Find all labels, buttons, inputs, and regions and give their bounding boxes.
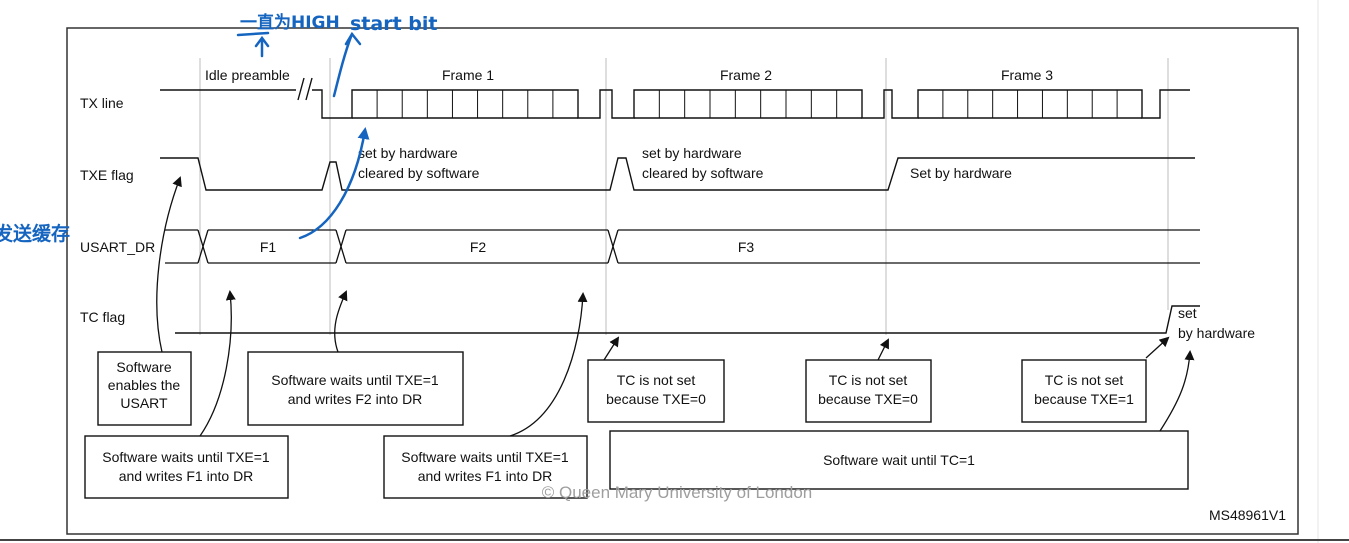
box-tc1-line1: TC is not set xyxy=(617,372,696,388)
box-enable xyxy=(97,351,192,426)
box-wait-f1b-line2: and writes F1 into DR xyxy=(418,468,553,484)
frame1-label: Frame 1 xyxy=(442,67,494,83)
tx-line-label: TX line xyxy=(80,95,124,111)
figure-frame xyxy=(66,27,1299,535)
hand-arrow-up xyxy=(254,35,270,58)
hand-arrow-start-head xyxy=(344,31,362,46)
watermark: © Queen Mary University of London xyxy=(542,483,813,502)
box-enable-line1: Software xyxy=(116,359,171,375)
arrow-wait-f1b xyxy=(509,292,588,437)
box-tc3-line1: TC is not set xyxy=(1045,372,1124,388)
break-marks xyxy=(297,77,313,101)
box-tc2-line2: because TXE=0 xyxy=(818,391,918,407)
annotation-arrows xyxy=(156,176,1195,437)
arrow-tc3 xyxy=(1145,336,1170,359)
arrow-enable xyxy=(156,176,182,353)
box-wait-f1-line2: and writes F1 into DR xyxy=(119,468,254,484)
box-wait-f2-line1: Software waits until TXE=1 xyxy=(271,372,439,388)
txe-flag-label: TXE flag xyxy=(80,167,134,183)
box-wait-f2 xyxy=(247,351,464,426)
annotation-boxes xyxy=(84,351,1189,499)
txe-note3: Set by hardware xyxy=(910,165,1012,181)
box-wait-f1b-line1: Software waits until TXE=1 xyxy=(401,449,569,465)
idle-preamble-label: Idle preamble xyxy=(205,67,290,83)
arrow-wait-f2 xyxy=(334,290,348,353)
box-tc3-line2: because TXE=1 xyxy=(1034,391,1134,407)
box-wait-tc xyxy=(609,430,1189,490)
usart-dr-label: USART_DR xyxy=(80,239,155,255)
txe-flag-waveform xyxy=(160,157,1195,191)
txe-note2a: set by hardware xyxy=(642,145,742,161)
dr-value-f3: F3 xyxy=(738,239,755,255)
frame2-label: Frame 2 xyxy=(720,67,772,83)
dr-value-f1: F1 xyxy=(260,239,277,255)
box-wait-tc-text: Software wait until TC=1 xyxy=(823,452,975,468)
box-wait-f1-line1: Software waits until TXE=1 xyxy=(102,449,270,465)
tc-flag-label: TC flag xyxy=(80,309,125,325)
box-wait-f1 xyxy=(84,435,289,499)
tx-line-waveform xyxy=(160,89,1190,119)
handwriting-top-left: 一直为HIGH xyxy=(240,12,340,33)
box-tc3 xyxy=(1021,359,1147,423)
box-wait-f1b xyxy=(383,435,588,499)
tc-flag-waveform xyxy=(175,305,1200,334)
box-tc2 xyxy=(805,359,932,423)
tc-note-by-hardware: by hardware xyxy=(1178,325,1255,341)
hand-underline xyxy=(236,31,270,37)
txe-note1a: set by hardware xyxy=(358,145,458,161)
hand-arrow-dr xyxy=(298,127,370,240)
txe-note2b: cleared by software xyxy=(642,165,764,181)
tc-note-set: set xyxy=(1178,305,1197,321)
figure-reference: MS48961V1 xyxy=(1209,507,1286,523)
arrow-tc1 xyxy=(603,336,620,361)
arrow-tc2 xyxy=(877,338,889,361)
box-tc1 xyxy=(587,359,725,423)
arrow-wait-tc xyxy=(1159,350,1195,432)
handwriting-side: 发送缓存 xyxy=(0,222,70,245)
txe-note1b: cleared by software xyxy=(358,165,480,181)
box-wait-f2-line2: and writes F2 into DR xyxy=(288,391,423,407)
box-enable-line3: USART xyxy=(120,395,168,411)
box-enable-line2: enables the xyxy=(108,377,181,393)
tx-bit-cells xyxy=(376,90,1118,118)
frame-dividers xyxy=(199,58,1169,335)
handwriting-top-right: start bit xyxy=(350,13,437,35)
hand-arrow-start xyxy=(332,32,354,98)
box-tc1-line2: because TXE=0 xyxy=(606,391,706,407)
usart-dr-waveform xyxy=(165,229,1200,264)
arrow-wait-f1 xyxy=(199,290,236,437)
box-tc2-line1: TC is not set xyxy=(829,372,908,388)
dr-value-f2: F2 xyxy=(470,239,487,255)
frame3-label: Frame 3 xyxy=(1001,67,1053,83)
handwritten-annotations: 一直为HIGH start bit 发送缓存 xyxy=(0,12,437,245)
